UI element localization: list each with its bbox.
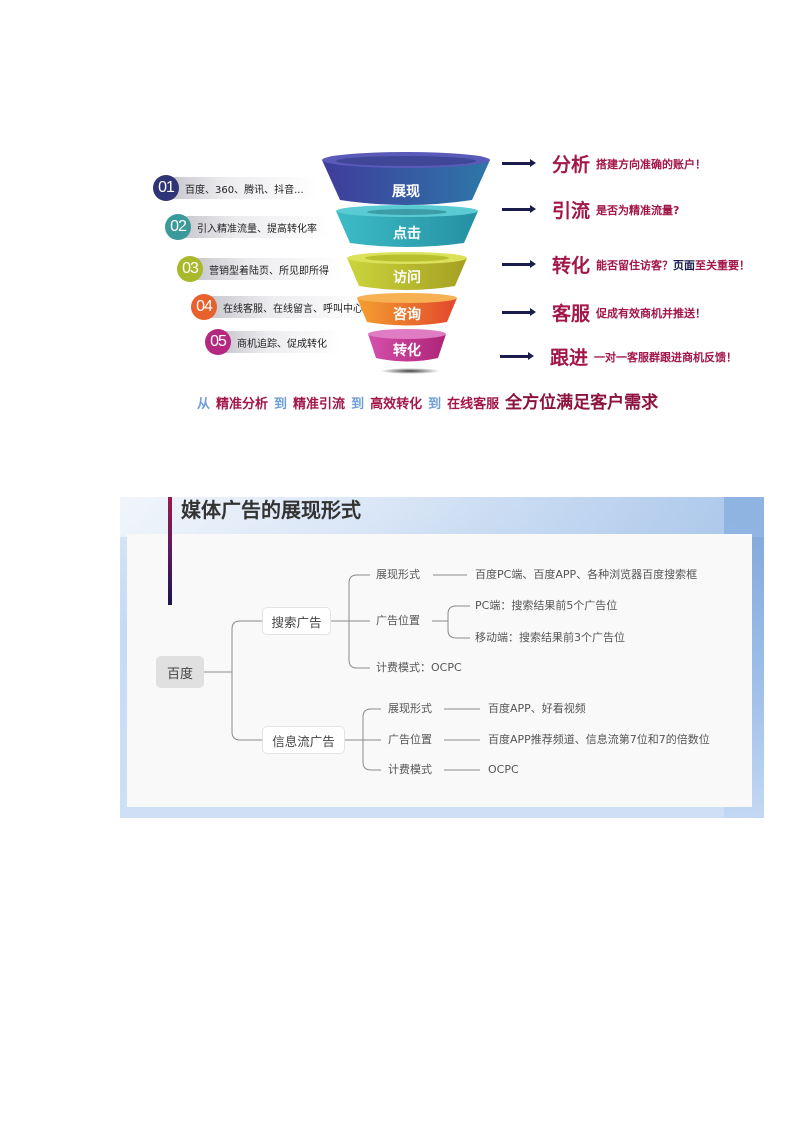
outcome-desc-tail: 至关重要！: [695, 258, 751, 272]
funnel-layer-exposure: 展现: [320, 150, 492, 206]
tagline-phrase: 高效转化: [370, 397, 423, 412]
funnel-step-01: 01 百度、360、腾讯、抖音...: [153, 175, 318, 201]
outcome-conversion: 转化 能否留住访客？页面至关重要！: [502, 251, 750, 278]
mindmap-leaf-display-form: 展现形式: [376, 568, 420, 581]
title-accent-bar: [168, 497, 172, 605]
step-text: 在线客服、在线留言、呼叫中心: [211, 296, 377, 318]
funnel-layer-label: 转化: [393, 343, 421, 359]
outcome-desc: 能否留住访客？页面至关重要！: [596, 257, 750, 273]
funnel-step-02: 02 引入精准流量、提高转化率: [165, 214, 331, 240]
outcome-desc: 是否为精准流量?: [596, 203, 680, 217]
funnel-layer-label: 展现: [392, 184, 420, 200]
outcome-key: 客服: [552, 303, 591, 325]
step-text: 营销型着陆页、所见即所得: [197, 258, 343, 280]
mindmap-node-search-ads: 搜索广告: [262, 607, 331, 635]
tagline-connector: 到: [428, 397, 442, 412]
tagline-phrase: 精准引流: [293, 397, 346, 412]
step-number-badge: 01: [153, 175, 179, 201]
outcome-analysis: 分析 搭建方向准确的账户！: [502, 150, 706, 177]
outcome-key: 分析: [552, 154, 591, 176]
marketing-funnel-diagram: 01 百度、360、腾讯、抖音... 02 引入精准流量、提高转化率 03 营销…: [0, 0, 794, 420]
funnel-shadow: [380, 368, 440, 374]
mindmap-leaf-mobile-position: 移动端：搜索结果前3个广告位: [475, 631, 625, 644]
funnel-layer-shape: [357, 293, 457, 326]
funnel-layer-label: 访问: [393, 270, 421, 286]
tagline-connector: 到: [351, 397, 365, 412]
mindmap-leaf-billing-mode: 计费模式: [388, 763, 432, 776]
funnel-step-03: 03 营销型着陆页、所见即所得: [177, 256, 343, 282]
mindmap-leaf-display-form: 展现形式: [388, 702, 432, 715]
tagline-from: 从: [197, 397, 211, 412]
tagline-phrase: 在线客服: [447, 397, 500, 412]
outcome-desc: 一对一客服群跟进商机反馈！: [594, 350, 738, 364]
mindmap-leaf-display-form-value: 百度APP、好看视频: [488, 702, 586, 715]
outcome-followup: 跟进 一对一客服群跟进商机反馈！: [500, 343, 737, 370]
funnel-layer-shape: [347, 252, 467, 290]
outcome-key: 转化: [552, 255, 591, 277]
step-text: 引入精准流量、提高转化率: [185, 216, 331, 238]
tagline-conclusion: 全方位满足客户需求: [505, 393, 659, 413]
outcome-key: 引流: [552, 200, 591, 222]
funnel-layer-shape: [336, 205, 478, 247]
mindmap-leaf-pc-position: PC端：搜索结果前5个广告位: [475, 599, 618, 612]
outcome-traffic: 引流 是否为精准流量?: [502, 196, 679, 223]
outcome-desc-main: 能否留住访客？: [596, 258, 674, 272]
tagline-phrase: 精准分析: [216, 397, 269, 412]
arrow-right-icon: [500, 352, 534, 360]
step-number-badge: 05: [205, 329, 231, 355]
mindmap-leaf-display-form-value: 百度PC端、百度APP、各种浏览器百度搜索框: [475, 568, 698, 581]
mindmap-card: [127, 534, 752, 807]
outcome-service: 客服 促成有效商机并推送！: [502, 299, 706, 326]
step-text: 商机追踪、促成转化: [225, 331, 341, 353]
arrow-right-icon: [502, 308, 536, 316]
funnel-layer-shape: [322, 152, 490, 205]
funnel-step-04: 04 在线客服、在线留言、呼叫中心: [191, 294, 377, 320]
funnel-layer-conversion: 转化: [366, 328, 448, 364]
funnel-layer-shape: [368, 329, 446, 362]
mindmap-leaf-billing-mode-value: OCPC: [488, 763, 519, 776]
funnel-tagline: 从 精准分析 到 精准引流 到 高效转化 到 在线客服 全方位满足客户需求: [197, 388, 658, 413]
outcome-desc: 促成有效商机并推送！: [596, 306, 707, 320]
step-number-badge: 02: [165, 214, 191, 240]
arrow-right-icon: [502, 159, 536, 167]
outcome-desc-emphasis: 页面: [673, 258, 696, 272]
mindmap-leaf-ad-position: 广告位置: [388, 733, 432, 746]
mindmap-leaf-ad-position: 广告位置: [376, 614, 420, 627]
step-number-badge: 04: [191, 294, 217, 320]
tagline-connector: 到: [274, 397, 288, 412]
funnel-layer-label: 点击: [393, 226, 421, 242]
mindmap-leaf-ad-position-value: 百度APP推荐频道、信息流第7位和7的倍数位: [488, 733, 710, 746]
funnel-step-05: 05 商机追踪、促成转化: [205, 329, 341, 355]
outcome-desc: 搭建方向准确的账户！: [596, 157, 707, 171]
funnel-layer-label: 咨询: [393, 307, 421, 323]
mindmap-leaf-billing-mode: 计费模式：OCPC: [376, 661, 462, 674]
funnel-layer-click: 点击: [334, 203, 480, 249]
outcome-key: 跟进: [550, 347, 589, 369]
mindmap-title: 媒体广告的展现形式: [181, 498, 361, 522]
step-text: 百度、360、腾讯、抖音...: [173, 177, 318, 199]
mindmap-root-node: 百度: [156, 656, 204, 688]
funnel-layer-consult: 咨询: [355, 292, 459, 328]
funnel-layer-visit: 访问: [345, 250, 469, 292]
step-number-badge: 03: [177, 256, 203, 282]
mindmap-node-feed-ads: 信息流广告: [262, 726, 345, 754]
arrow-right-icon: [502, 205, 536, 213]
arrow-right-icon: [502, 260, 536, 268]
